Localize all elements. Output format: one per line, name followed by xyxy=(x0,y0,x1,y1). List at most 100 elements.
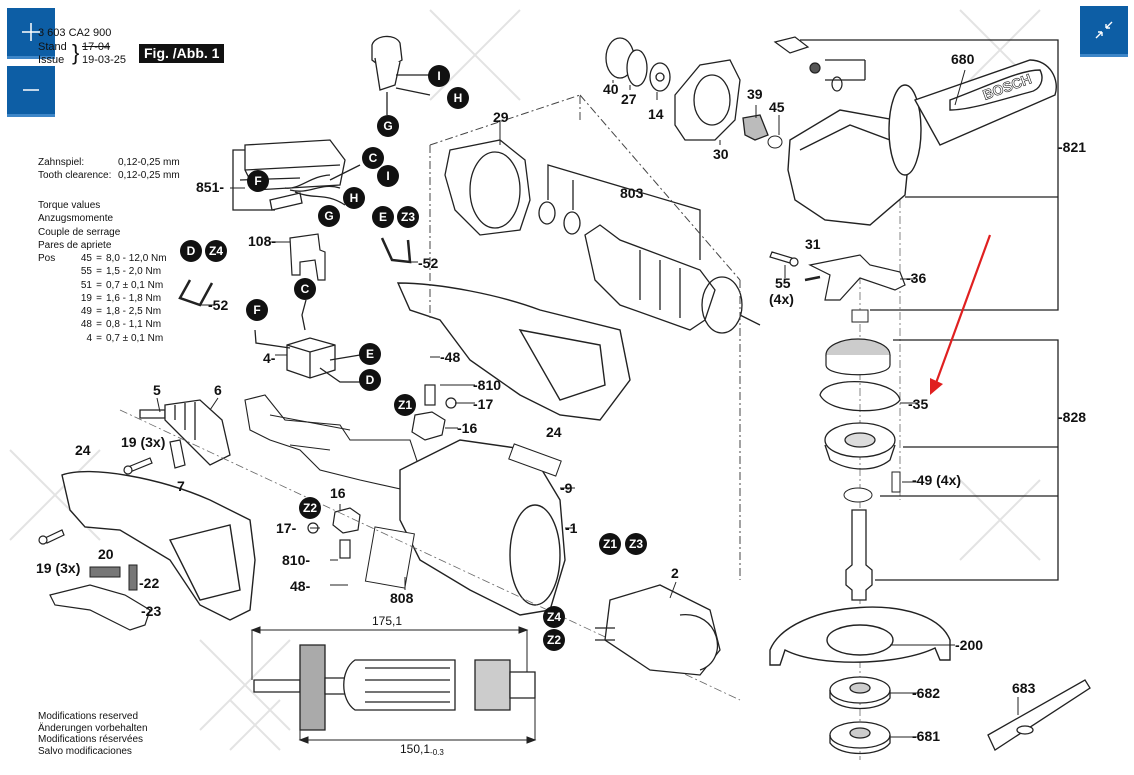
switch-rod xyxy=(244,394,421,491)
nut-45 xyxy=(767,135,783,149)
leader-lines xyxy=(156,69,1019,738)
connector-bubble-f: F xyxy=(246,299,268,321)
connector-bubble-c: C xyxy=(362,147,384,169)
part-label-52[interactable]: -52 xyxy=(208,297,229,313)
torque-pos: 19 xyxy=(80,292,92,304)
backlash-en: Tooth clearence: xyxy=(38,170,112,181)
spindle xyxy=(845,509,873,601)
zoom-out-button[interactable] xyxy=(7,66,55,117)
part-label-35[interactable]: -35 xyxy=(908,396,929,412)
bracket-803 xyxy=(547,164,701,260)
part-label-17[interactable]: -17 xyxy=(473,396,494,412)
part-label-40[interactable]: 40 xyxy=(603,81,619,97)
part-label-681[interactable]: -681 xyxy=(912,728,941,744)
part-label-683[interactable]: 683 xyxy=(1012,680,1036,696)
bearing-flange xyxy=(824,422,896,470)
backlash-de-value: 0,12-0,25 mm xyxy=(118,157,180,168)
label-808 xyxy=(364,526,415,589)
part-label-22[interactable]: -22 xyxy=(139,575,160,591)
connector-bubble-c: C xyxy=(294,278,316,300)
part-label-682[interactable]: -682 xyxy=(912,685,941,701)
equals: = xyxy=(96,292,102,304)
part-label-6[interactable]: 6 xyxy=(214,382,222,398)
part-label-803[interactable]: 803 xyxy=(620,185,644,201)
doc-number: 3 603 CA2 900 xyxy=(38,27,112,39)
connector-bubble-d: D xyxy=(180,240,202,262)
part-label-821[interactable]: -821 xyxy=(1058,139,1087,155)
part-label-39[interactable]: 39 xyxy=(747,86,763,102)
side-handle-680 xyxy=(888,59,1057,176)
part-label-19[interactable]: 19 (3x) xyxy=(36,560,81,576)
equals: = xyxy=(96,319,102,331)
part-label-30[interactable]: 30 xyxy=(713,146,729,162)
plus-icon xyxy=(22,23,40,41)
torque-row: 48 = 0,8 - 1,1 Nm xyxy=(38,318,167,331)
part-label-680[interactable]: 680 xyxy=(951,51,975,67)
bracket-828 xyxy=(875,339,1059,581)
part-label-48[interactable]: 48- xyxy=(290,578,311,594)
part-label-14[interactable]: 14 xyxy=(648,106,664,122)
part-label-4[interactable]: 4- xyxy=(263,350,276,366)
assembly-dash-box xyxy=(429,94,741,580)
dimension-core-tolerance: -0.3 xyxy=(430,748,444,757)
torque-pos: 48 xyxy=(80,319,92,331)
equals: = xyxy=(96,306,102,318)
part-label-108[interactable]: 108- xyxy=(248,233,277,249)
part-label-16[interactable]: -16 xyxy=(457,420,478,436)
part-label-2[interactable]: 2 xyxy=(671,565,679,581)
part-label-7[interactable]: 7 xyxy=(177,478,185,494)
collapse-fullscreen-button[interactable] xyxy=(1080,6,1128,57)
part-label-36[interactable]: -36 xyxy=(906,270,927,286)
watermark-crosses xyxy=(9,9,1041,751)
part-label-17[interactable]: 17- xyxy=(276,520,297,536)
torque-value: 0,8 - 1,1 Nm xyxy=(106,319,162,331)
fan-guide-29 xyxy=(444,139,531,236)
part-label-24[interactable]: 24 xyxy=(75,442,91,458)
torque-value: 8,0 - 12,0 Nm xyxy=(106,253,167,264)
part-label-200[interactable]: -200 xyxy=(955,637,984,653)
part-label-851[interactable]: 851- xyxy=(196,179,225,195)
part-label-29[interactable]: 29 xyxy=(493,109,509,125)
connector-bubble-z1: Z1 xyxy=(599,533,621,555)
handle-half-24-left xyxy=(61,470,256,621)
part-label-55-qty[interactable]: (4x) xyxy=(769,291,794,307)
part-label-45[interactable]: 45 xyxy=(769,99,785,115)
part-label-27[interactable]: 27 xyxy=(621,91,637,107)
equals: = xyxy=(96,253,102,264)
part-label-31[interactable]: 31 xyxy=(805,236,821,252)
torque-title-fr: Couple de serrage xyxy=(38,226,121,238)
part-label-1[interactable]: -1 xyxy=(565,520,578,536)
part-label-23[interactable]: -23 xyxy=(141,603,162,619)
part-label-48[interactable]: -48 xyxy=(440,349,461,365)
part-label-19[interactable]: 19 (3x) xyxy=(121,434,166,450)
part-label-16[interactable]: 16 xyxy=(330,485,346,501)
part-label-55[interactable]: 55 xyxy=(775,275,791,291)
connector-bubble-h: H xyxy=(447,87,469,109)
connector-bubble-e: E xyxy=(359,343,381,365)
part-label-9[interactable]: -9 xyxy=(560,480,573,496)
handle-half-24-right xyxy=(396,282,631,421)
part-label-52[interactable]: -52 xyxy=(418,255,439,271)
screw-55 xyxy=(769,251,799,267)
torque-row: 19=1,6 - 1,8 Nm xyxy=(38,292,167,305)
part-label-5[interactable]: 5 xyxy=(153,382,161,398)
part-label-20[interactable]: 20 xyxy=(98,546,114,562)
clamping-nut-681 xyxy=(829,721,891,755)
connector-bubble-z1: Z1 xyxy=(394,394,416,416)
part-label-810[interactable]: -810 xyxy=(473,377,502,393)
connector-bubble-z4: Z4 xyxy=(205,240,227,262)
torque-title-es: Pares de apriete xyxy=(38,239,112,251)
part-label-808[interactable]: 808 xyxy=(390,590,414,606)
part-label-810[interactable]: 810- xyxy=(282,552,311,568)
part-label-24[interactable]: 24 xyxy=(546,424,562,440)
speed-dial xyxy=(371,35,431,115)
clip-108 xyxy=(289,233,326,281)
part-label-49[interactable]: -49 (4x) xyxy=(912,472,962,488)
torque-pos: 55 xyxy=(80,266,92,278)
issue-value: 19-03-25 xyxy=(82,54,127,66)
part-label-828[interactable]: -828 xyxy=(1058,409,1087,425)
connector-bubble-z4: Z4 xyxy=(543,606,565,628)
zoom-in-button[interactable] xyxy=(7,8,55,59)
spring-22 xyxy=(128,564,138,591)
